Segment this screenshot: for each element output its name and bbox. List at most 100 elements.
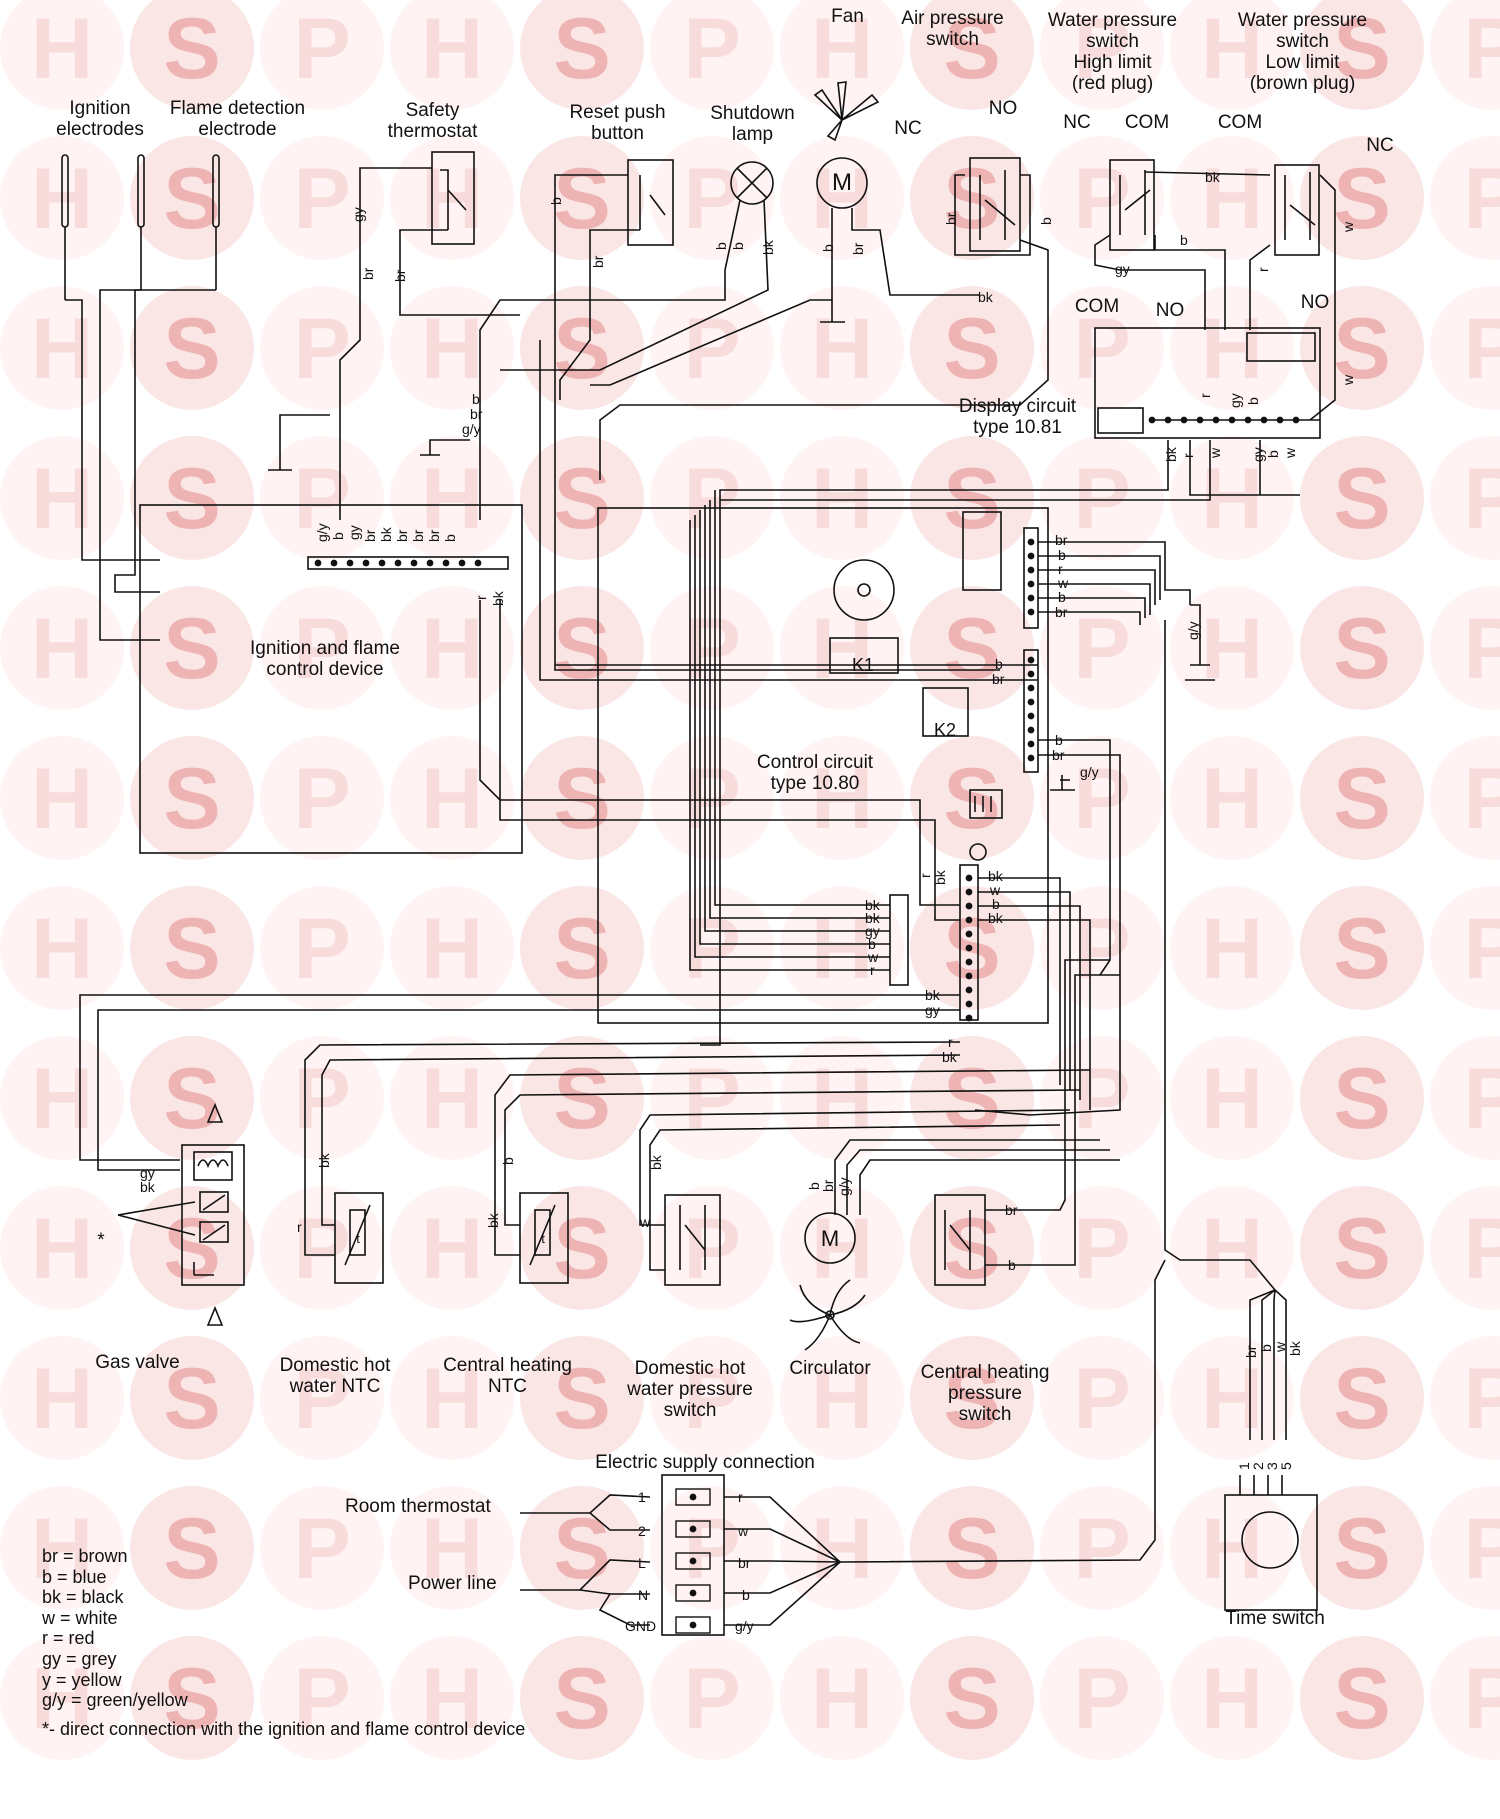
watermark-tile: H	[1170, 1186, 1294, 1310]
wire-label: w	[1272, 1341, 1288, 1352]
watermark-letter: H	[811, 151, 873, 247]
relay-k1-label: K1	[851, 655, 875, 675]
watermark-letter: P	[1463, 1501, 1500, 1597]
circulator-impeller-icon	[789, 1279, 866, 1351]
wire-label: g/y	[462, 421, 481, 437]
watermark-tile: P	[1430, 886, 1500, 1010]
legend-item: r = red	[42, 1628, 95, 1649]
air-switch-com: COM	[1074, 296, 1120, 317]
watermark-letter: S	[163, 1, 220, 97]
watermark-tile: P	[260, 886, 384, 1010]
watermark-tile: H	[780, 286, 904, 410]
watermark-tile: H	[780, 136, 904, 260]
wire-label: b	[713, 242, 729, 250]
connector-pin	[1027, 656, 1035, 664]
watermark-tile: H	[780, 586, 904, 710]
watermark-tile: H	[0, 736, 124, 860]
wire-label: w	[1282, 447, 1298, 458]
watermark-tile: S	[910, 1636, 1034, 1760]
colour-legend: br = brown b = blue bk = black w = white…	[42, 1546, 188, 1711]
wire-label: b	[742, 1587, 750, 1603]
watermark-tile: S	[130, 886, 254, 1010]
watermark-letter: P	[293, 1501, 350, 1597]
watermark-tile: H	[1170, 586, 1294, 710]
watermark-tile: H	[1170, 136, 1294, 260]
wire-label: br	[410, 529, 426, 542]
watermark-tile: S	[1300, 1486, 1424, 1610]
watermark-tile: H	[0, 436, 124, 560]
watermark-tile: S	[910, 286, 1034, 410]
watermark-tile: H	[780, 1186, 904, 1310]
watermark-tile: S	[520, 1336, 644, 1460]
wire-label: bk	[865, 910, 880, 926]
wire-label: bk	[1287, 1341, 1303, 1356]
watermark-letter: S	[1333, 751, 1390, 847]
watermark-letter: P	[683, 1051, 740, 1147]
wire-label: bk	[978, 289, 993, 305]
connector-pin	[474, 559, 482, 567]
wire-label: w	[640, 1214, 651, 1230]
watermark-tile: H	[780, 1486, 904, 1610]
wire-label: br	[1005, 1202, 1018, 1218]
wire-label: br	[992, 671, 1005, 687]
watermark-letter: P	[1073, 1, 1130, 97]
watermark-letter: P	[1073, 1351, 1130, 1447]
watermark-letter: H	[1201, 901, 1263, 997]
watermark-letter: H	[421, 451, 483, 547]
watermark-letter: P	[683, 1351, 740, 1447]
watermark-tile: H	[780, 736, 904, 860]
flame-detection-electrode-icon	[212, 154, 220, 290]
connector-pin	[689, 1557, 697, 1565]
watermark-tile: P	[650, 1486, 774, 1610]
wire-label: br	[1055, 604, 1068, 620]
dhw-ntc-icon	[334, 1192, 384, 1284]
wire-label: br	[738, 1555, 751, 1571]
watermark-letter: P	[1073, 301, 1130, 397]
connector-pin	[965, 986, 973, 994]
watermark-letter: P	[1073, 601, 1130, 697]
watermark-letter: H	[31, 751, 93, 847]
watermark-letter: H	[31, 1051, 93, 1147]
terminal-slot	[675, 1520, 711, 1538]
watermark-tile: S	[910, 1186, 1034, 1310]
watermark-letter: P	[1463, 1351, 1500, 1447]
wire-label: b	[1058, 547, 1066, 563]
wire-label: r	[948, 1034, 953, 1050]
wire-label: w	[1340, 374, 1356, 385]
wire-label: r	[1058, 561, 1063, 577]
watermark-tile: S	[520, 1036, 644, 1160]
watermark-tile: S	[520, 1486, 644, 1610]
watermark-letter: P	[683, 151, 740, 247]
watermark-tile: P	[650, 1636, 774, 1760]
wire-label: br	[850, 242, 866, 255]
watermark-tile: S	[130, 1336, 254, 1460]
wire-label: r	[1180, 453, 1196, 458]
connector-pin	[965, 958, 973, 966]
watermark-letter: P	[1073, 1501, 1130, 1597]
wire-label: g/y	[314, 523, 330, 542]
watermark-tile: H	[390, 286, 514, 410]
watermark-letter: H	[811, 451, 873, 547]
connector-pin	[1164, 416, 1172, 424]
watermark-tile: S	[130, 586, 254, 710]
connector-pin	[1292, 416, 1300, 424]
watermark-tile: S	[1300, 586, 1424, 710]
watermark-tile: H	[780, 436, 904, 560]
watermark-tile: P	[260, 1486, 384, 1610]
watermark-tile: P	[650, 436, 774, 560]
circulator-motor-icon	[804, 1212, 856, 1264]
time-switch-label: Time switch	[1225, 1608, 1325, 1629]
watermark-tile: P	[1430, 1336, 1500, 1460]
terminal-block	[661, 1474, 725, 1636]
watermark-tile: H	[1170, 736, 1294, 860]
connector-pin	[1027, 740, 1035, 748]
watermark-letter: P	[293, 451, 350, 547]
air-switch-nc: NC	[894, 118, 922, 139]
dhw-pressure-switch-icon	[664, 1194, 721, 1286]
watermark-tile: S	[520, 886, 644, 1010]
watermark-tile: S	[520, 436, 644, 560]
